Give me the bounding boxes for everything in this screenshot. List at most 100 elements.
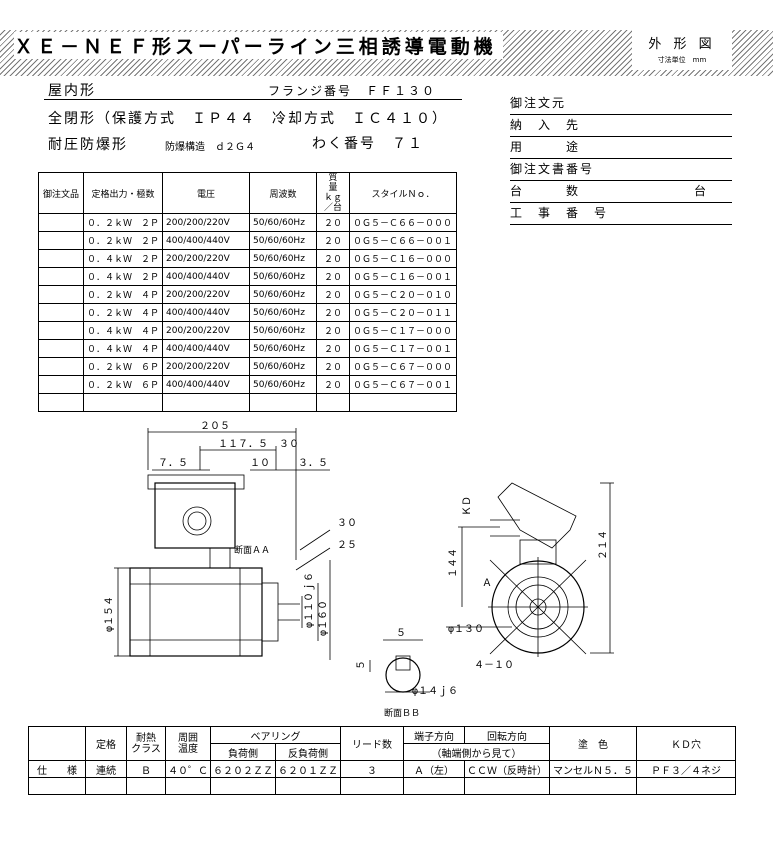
cell-output: ０．４ｋＷ ４Ｐ [82,339,164,358]
col-frequency: 周波数 [249,172,318,214]
cell-voltage: 400/400/440V [162,231,251,250]
cell-voltage: 200/200/220V [162,321,251,340]
cell-style-no [349,393,458,412]
h-leads: リード数 [340,726,404,761]
cell-voltage [162,393,251,412]
dim-5-side: ５ [356,660,367,670]
cell-mass: ２０ [316,231,351,250]
cell-output: ０．２ｋＷ ２Ｐ [82,213,164,232]
cell-output: ０．２ｋＷ ４Ｐ [82,285,164,304]
cell-frequency: 50/60/60Hz [249,303,318,322]
spec-table: 定格 耐熱 クラス 周囲 温度 ベアリング リード数 端子方向 回転方向 塗 色… [28,726,736,795]
order-field-quantity: 台 数台 [510,182,732,203]
h-view-note: （軸端側から見て） [403,743,550,761]
section-aa-label: 断面ＡＡ [234,544,270,556]
spec-bearing-load: ６２０２ＺＺ [210,760,276,778]
spec-heat-class: Ｂ [126,760,166,778]
cell-style-no: ０Ｇ５－Ｃ６６－００１ [349,231,458,250]
cell-frequency: 50/60/60Hz [249,267,318,286]
dim-205: ２０５ [200,421,230,432]
cell-voltage: 400/400/440V [162,339,251,358]
dim-117-5: １１７．５ [218,439,268,450]
frame-number: わく番号 ７１ [312,136,424,152]
quantity-unit: 台 [693,184,708,198]
spec-empty-row [28,777,736,795]
spec-header-row-2: 負荷側 反負荷側 （軸端側から見て） [29,743,736,761]
col-mass: 質 量 ｋｇ／台 [316,172,351,214]
h-ambient: 周囲 温度 [165,726,211,761]
spec-leads: ３ [340,760,404,778]
dim-30: ３０ [337,518,357,529]
outline-label-box: 外 形 図 寸法単位 mm [632,28,732,70]
outline-label: 外 形 図 [648,37,716,52]
order-field-order-no: 御注文書番号 [510,160,732,181]
dim-kd: ＫＤ [462,496,473,516]
spec-label: 仕 様 [28,760,86,778]
h-anti-load-side: 反負荷側 [275,743,341,761]
cell-ordered [38,375,84,394]
header-underline [44,99,462,100]
h-rotation: 回転方向 [464,726,550,744]
location-type: 屋内形 [48,83,96,99]
enclosure-type: 全閉形（保護方式 ＩＰ４４ 冷却方式 ＩＣ４１０） [48,111,448,127]
dim-25: ２５ [337,540,357,551]
model-table-row [38,393,458,412]
explosion-proof: 耐圧防爆形 [48,137,128,153]
cell-voltage: 200/200/220V [162,357,251,376]
cell-mass: ２０ [316,357,351,376]
cell-output: ０．２ｋＷ ４Ｐ [82,303,164,322]
spec-terminal: Ａ（左） [403,760,465,778]
order-field-delivery: 納 入 先 [510,116,732,137]
cell-voltage: 400/400/440V [162,375,251,394]
cell-frequency: 50/60/60Hz [249,339,318,358]
cell-voltage: 400/400/440V [162,267,251,286]
cell-style-no: ０Ｇ５－Ｃ６７－０００ [349,357,458,376]
cell-ordered [38,393,84,412]
col-style-no: スタイルＮｏ． [349,172,458,214]
cell-style-no: ０Ｇ５－Ｃ１７－０００ [349,321,458,340]
order-field-client: 御注文元 [510,94,732,115]
cell-mass: ２０ [316,267,351,286]
spec-paint: マンセルＮ５．５ [549,760,637,778]
order-field-purpose: 用 途 [510,138,732,159]
dim-7-5: ７．５ [158,458,188,469]
section-mark-a: Ａ [482,578,492,589]
col-output: 定格出力・極数 [82,172,164,214]
cell-mass: ２０ [316,303,351,322]
col-ordered: 御注文品 [38,172,84,214]
cell-style-no: ０Ｇ５－Ｃ６７－００１ [349,375,458,394]
cell-mass: ２０ [316,375,351,394]
h-heat-class: 耐熱 クラス [126,726,166,761]
dim-3-5: ３．５ [298,458,328,469]
dim-phi154: φ１５４ [104,596,115,632]
h-bearing: ベアリング [210,726,341,744]
section-bb-label: 断面ＢＢ [384,707,420,719]
cell-style-no: ０Ｇ５－Ｃ２０－０１１ [349,303,458,322]
cell-ordered [38,267,84,286]
cell-ordered [38,357,84,376]
cell-ordered [38,249,84,268]
cell-mass: ２０ [316,213,351,232]
dim-phi110: φ１１０ｊ６ [303,572,315,628]
h-terminal: 端子方向 [403,726,465,744]
cell-voltage: 200/200/220V [162,249,251,268]
spec-ambient: ４０゜Ｃ [165,760,211,778]
cell-ordered [38,303,84,322]
explosion-structure: 防爆構造 ｄ２Ｇ４ [165,142,255,153]
model-table: 御注文品 定格出力・極数 電圧 周波数 質 量 ｋｇ／台 スタイルＮｏ． ０．２… [38,172,458,412]
cell-frequency: 50/60/60Hz [249,357,318,376]
cell-output: ０．２ｋＷ ６Ｐ [82,357,164,376]
flange-number: フランジ番号 ＦＦ１３０ [268,84,437,98]
dim-phi160: φ１６０ [318,600,329,636]
cell-output: ０．２ｋＷ ２Ｐ [82,231,164,250]
cell-output [82,393,164,412]
dim-5-top: ５ [396,628,406,639]
dim-phi14: φ１４ｊ６ [412,685,458,697]
